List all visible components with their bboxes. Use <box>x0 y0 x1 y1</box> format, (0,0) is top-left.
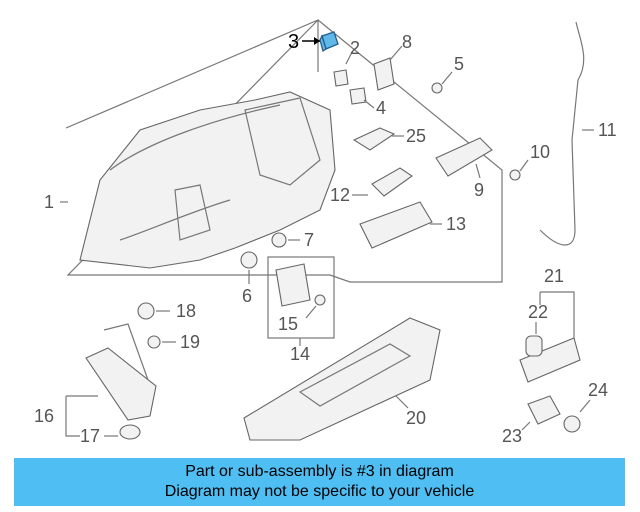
callout-10: 10 <box>530 142 550 162</box>
callout-17: 17 <box>80 426 100 446</box>
callout-16: 16 <box>34 406 54 426</box>
part-17-clip <box>119 424 141 440</box>
part-7-clip <box>271 232 287 248</box>
part-23-socket <box>527 395 561 425</box>
callout-23: 23 <box>502 426 522 446</box>
part-20-scuff-plate <box>243 317 441 441</box>
part-13-trim <box>359 201 433 249</box>
callout-6: 6 <box>242 286 252 306</box>
banner-line-2: Diagram may not be specific to your vehi… <box>164 483 475 500</box>
part-3-clip-highlighted <box>319 31 339 53</box>
callout-15: 15 <box>278 314 298 334</box>
part-10-screw <box>509 169 521 181</box>
callout-11: 11 <box>598 120 617 140</box>
part-22-bulb <box>525 335 543 357</box>
info-banner: Part or sub-assembly is #3 in diagram Di… <box>14 458 625 506</box>
callout-5: 5 <box>454 54 464 74</box>
callout-9: 9 <box>474 180 484 200</box>
part-16-bracket <box>85 347 157 421</box>
part-12-lamp <box>371 167 413 197</box>
part-19-screw <box>147 335 161 349</box>
callout-2: 2 <box>350 38 360 58</box>
callout-14: 14 <box>290 344 310 364</box>
callout-21: 21 <box>544 266 564 286</box>
callout-18: 18 <box>176 301 196 321</box>
part-14-cover <box>275 263 311 307</box>
part-4-clip <box>349 87 367 105</box>
callout-25: 25 <box>406 126 426 146</box>
callout-13: 13 <box>446 214 466 234</box>
callout-4: 4 <box>376 98 386 118</box>
parts-diagram: 1 2 3 4 5 6 7 8 9 10 11 12 13 14 15 16 1… <box>34 19 617 446</box>
callout-3: 3 <box>288 31 299 53</box>
callout-20: 20 <box>406 408 426 428</box>
part-15-screw <box>314 294 326 306</box>
banner-line-1: Part or sub-assembly is #3 in diagram <box>185 463 454 480</box>
part-11-cable <box>539 21 585 246</box>
part-6-nut <box>240 251 258 269</box>
quarter-trim-panel <box>79 91 336 269</box>
part-9-handle <box>435 137 493 177</box>
group-14-box <box>267 256 335 339</box>
callout-24: 24 <box>588 380 608 400</box>
part-8-bracket <box>373 57 395 91</box>
part-25-vent <box>352 127 396 151</box>
panel-group-outline <box>65 19 503 283</box>
part-18-clip <box>137 302 155 320</box>
callout-12: 12 <box>330 185 350 205</box>
callout-19: 19 <box>180 332 200 352</box>
callout-1: 1 <box>44 192 54 212</box>
callout-22: 22 <box>528 302 548 322</box>
callout-7: 7 <box>304 230 314 250</box>
part-24-cap <box>563 415 581 433</box>
part-21-lamp-housing <box>519 337 581 383</box>
callout-8: 8 <box>402 32 412 52</box>
part-2-clip <box>333 69 349 87</box>
part-5-screw <box>431 82 443 94</box>
